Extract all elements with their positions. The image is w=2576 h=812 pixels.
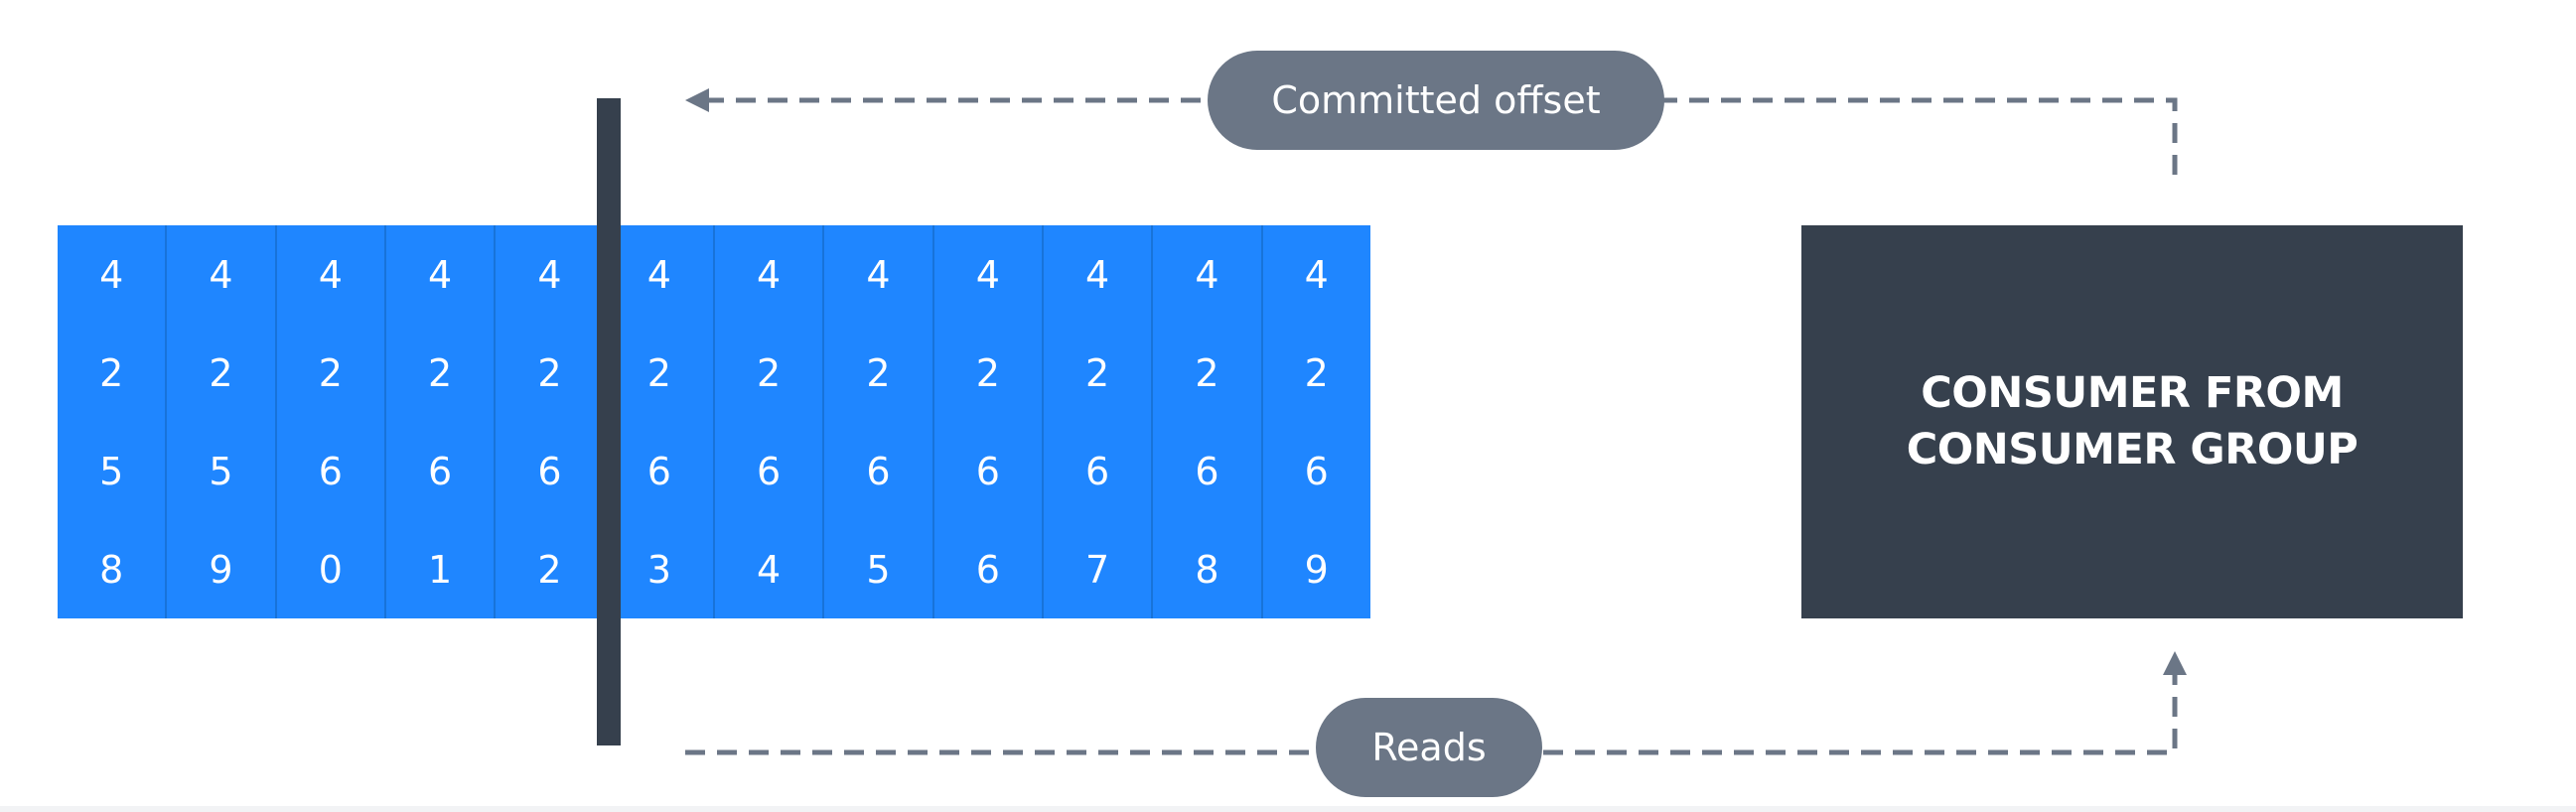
log-digit: 6 [1195, 449, 1219, 493]
log-digit: 7 [1085, 547, 1110, 592]
log-digit: 4 [757, 252, 782, 297]
log-digit: 5 [866, 547, 891, 592]
bottom-strip [0, 806, 2576, 812]
log-column: 4 2 6 3 [606, 225, 715, 618]
log-column: 4 2 6 7 [1044, 225, 1154, 618]
log-digit: 2 [537, 350, 562, 395]
log-digit: 2 [537, 547, 562, 592]
committed-offset-arrowhead [685, 88, 709, 112]
log-digit: 2 [975, 350, 1000, 395]
log-digit: 6 [318, 449, 343, 493]
log-digit: 6 [1085, 449, 1110, 493]
log-digit: 4 [1085, 252, 1110, 297]
committed-offset-arrow [701, 97, 2178, 175]
log-digit: 2 [99, 350, 124, 395]
log-digit: 4 [1304, 252, 1329, 297]
log-digit: 2 [1195, 350, 1219, 395]
log-digit: 2 [318, 350, 343, 395]
log-digit: 2 [1085, 350, 1110, 395]
log-digit: 6 [1304, 449, 1329, 493]
log-digit: 4 [866, 252, 891, 297]
log-column: 4 2 5 8 [58, 225, 168, 618]
log-digit: 0 [318, 547, 343, 592]
log-digit: 2 [1304, 350, 1329, 395]
log-column: 4 2 6 5 [824, 225, 934, 618]
log-column: 4 2 6 1 [386, 225, 497, 618]
log-digit: 6 [757, 449, 782, 493]
log-digit: 6 [975, 449, 1000, 493]
log-column: 4 2 5 9 [167, 225, 277, 618]
log-digit: 6 [537, 449, 562, 493]
committed-offset-marker [597, 98, 621, 745]
log-digit: 2 [866, 350, 891, 395]
log-digit: 6 [646, 449, 671, 493]
log-digit: 6 [428, 449, 453, 493]
reads-label: Reads [1316, 698, 1542, 797]
log-digit: 9 [1304, 547, 1329, 592]
log-digit: 4 [975, 252, 1000, 297]
log-digit: 3 [646, 547, 671, 592]
log-digit: 8 [1195, 547, 1219, 592]
reads-arrow [685, 671, 2178, 755]
log-digit: 4 [99, 252, 124, 297]
log-digit: 4 [757, 547, 782, 592]
log-digit: 2 [757, 350, 782, 395]
log-digit: 1 [428, 547, 453, 592]
log-digit: 6 [975, 547, 1000, 592]
log-digit: 5 [99, 449, 124, 493]
log-column: 4 2 6 6 [934, 225, 1044, 618]
log-digit: 4 [537, 252, 562, 297]
log-digit: 4 [428, 252, 453, 297]
log-column: 4 2 6 8 [1153, 225, 1263, 618]
log-column: 4 2 6 4 [715, 225, 825, 618]
consumer-box: CONSUMER FROM CONSUMER GROUP [1801, 225, 2463, 618]
log-digit: 9 [209, 547, 233, 592]
committed-offset-label: Committed offset [1208, 51, 1664, 150]
log-digit: 8 [99, 547, 124, 592]
log-digit: 4 [646, 252, 671, 297]
consumer-label: CONSUMER FROM CONSUMER GROUP [1906, 368, 2359, 474]
log-digit: 4 [318, 252, 343, 297]
log-digit: 2 [646, 350, 671, 395]
log-digit: 4 [1195, 252, 1219, 297]
log-column: 4 2 6 9 [1263, 225, 1370, 618]
log-digit: 2 [209, 350, 233, 395]
log-digit: 5 [209, 449, 233, 493]
partition-log: 4 2 5 8 4 2 5 9 4 2 6 0 4 2 6 1 4 2 6 2 4 2 6 3 4 2 6 4 4 2 6 5 4 2 6 6 4 2 6 7… [58, 225, 1370, 618]
log-digit: 4 [209, 252, 233, 297]
log-digit: 6 [866, 449, 891, 493]
reads-arrowhead [2163, 651, 2187, 675]
log-column: 4 2 6 0 [277, 225, 386, 618]
log-digit: 2 [428, 350, 453, 395]
